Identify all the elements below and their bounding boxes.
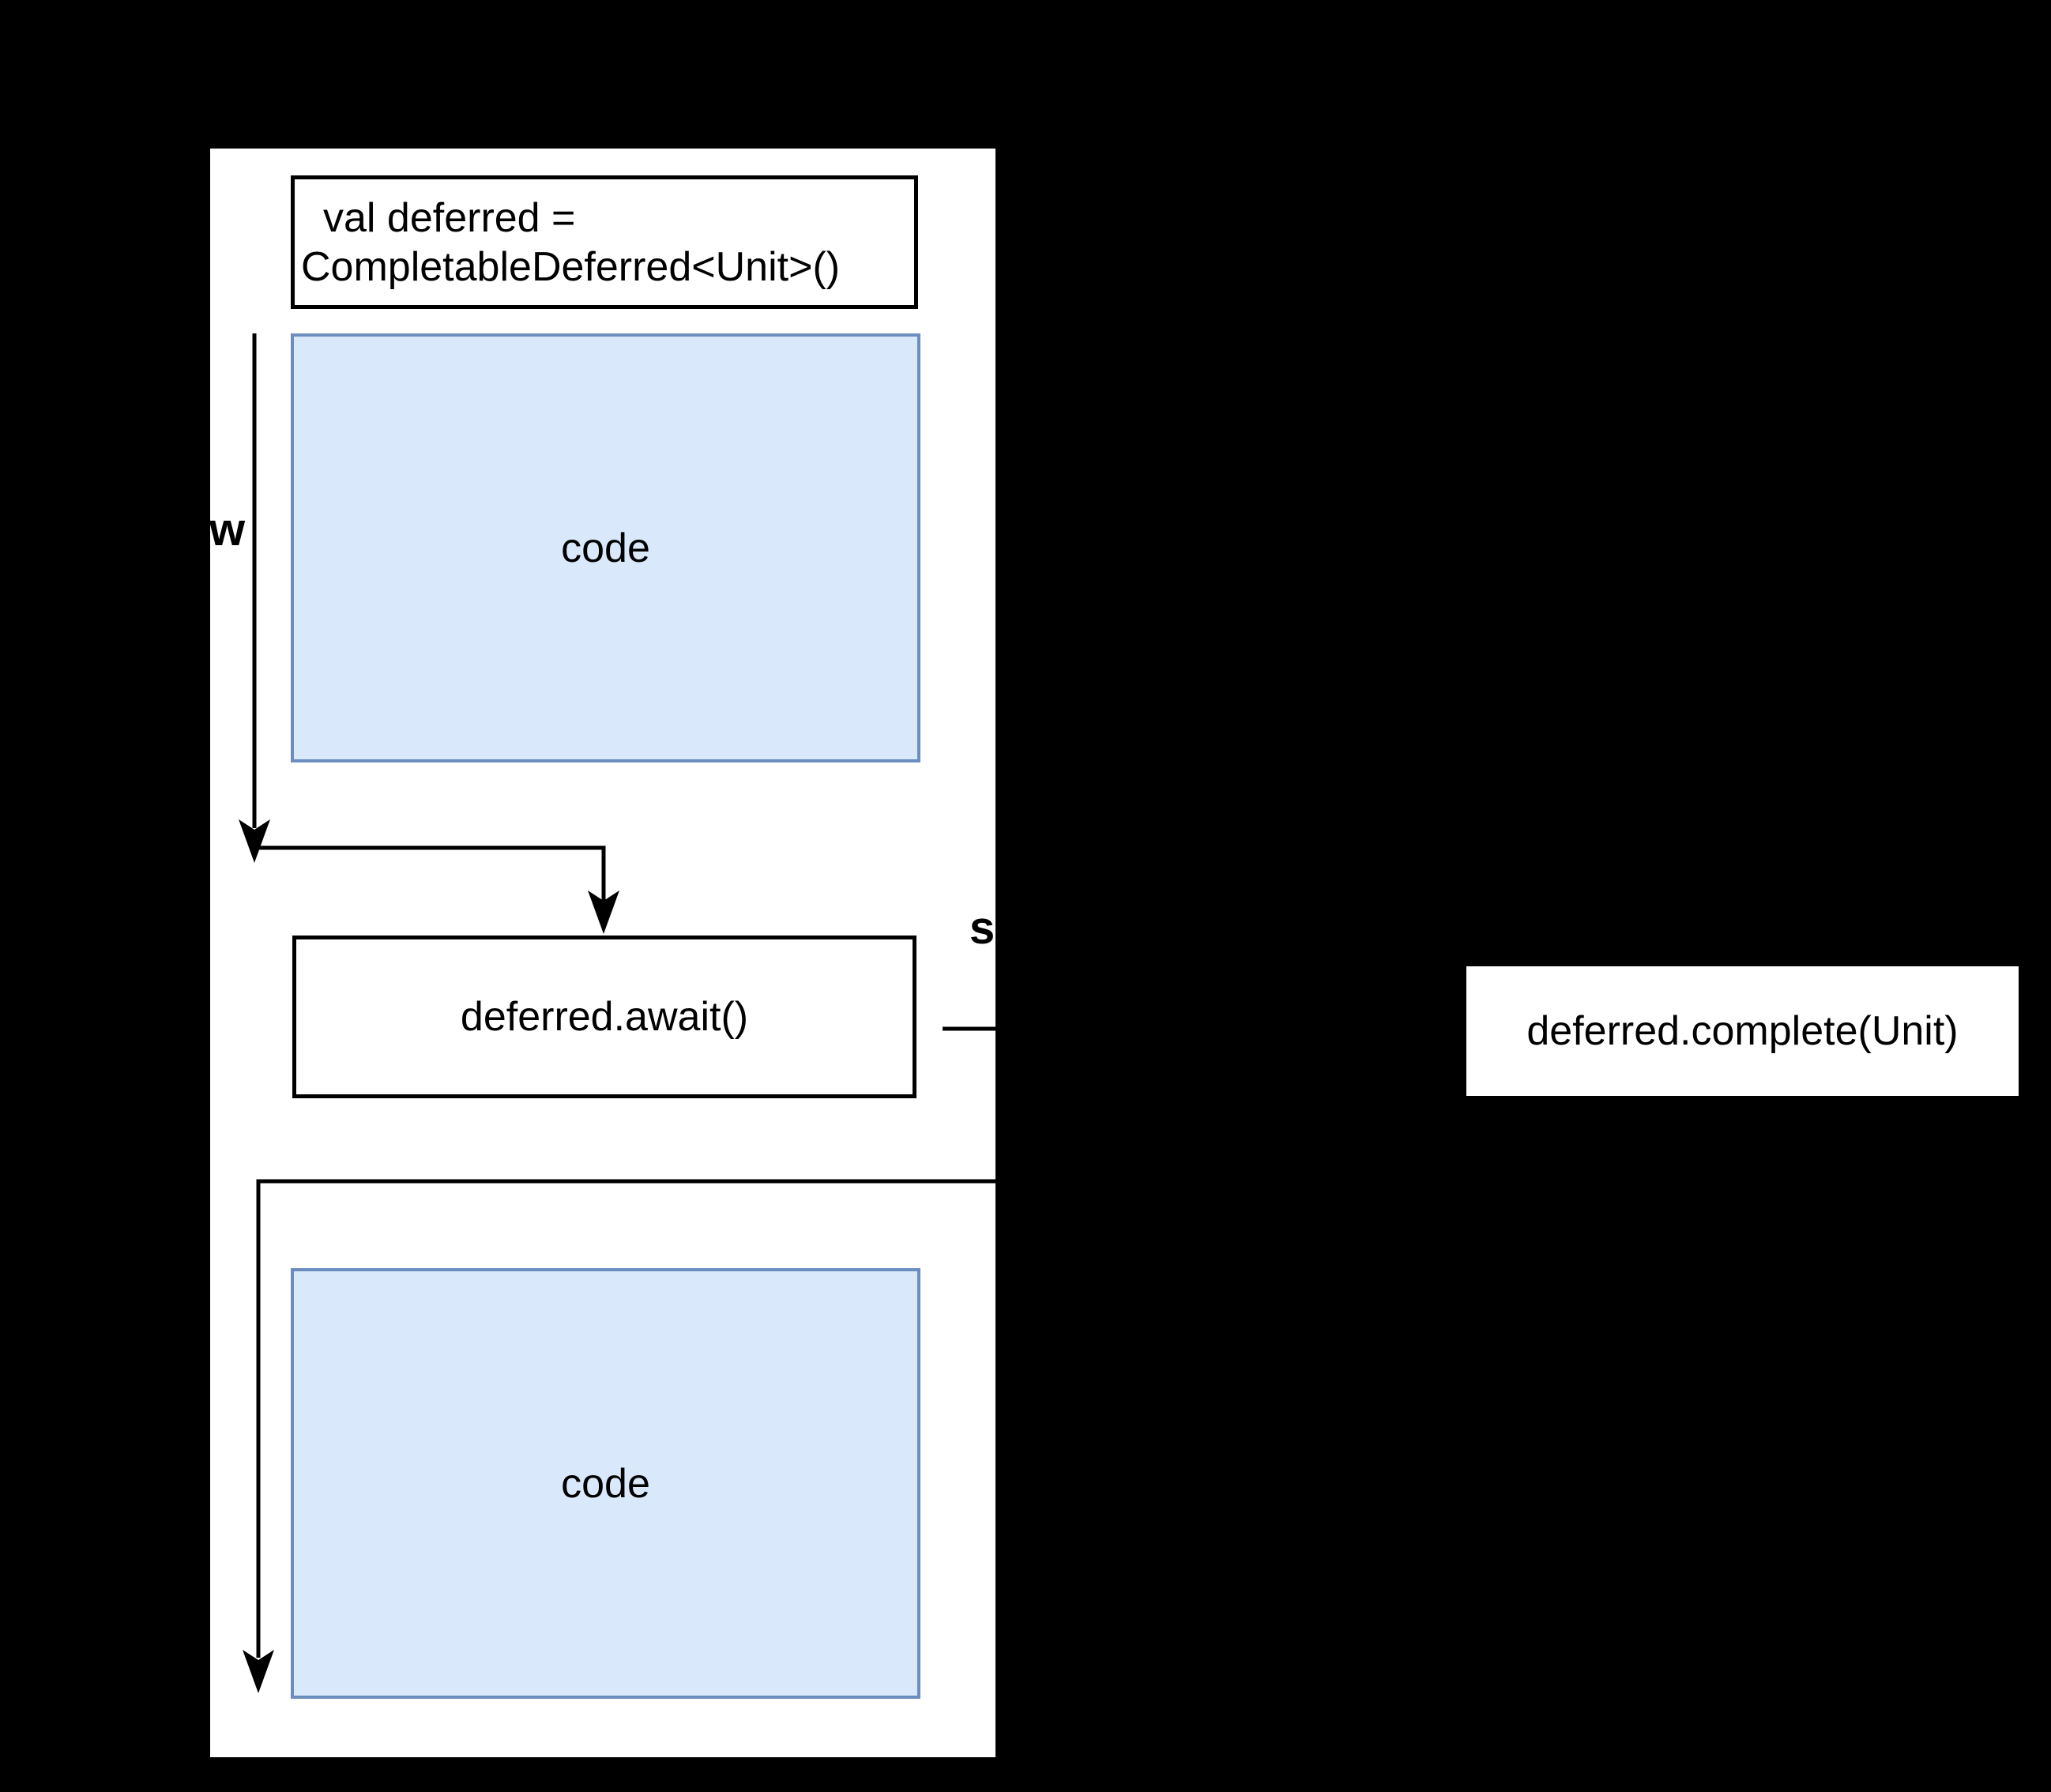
- edge-label-s: s: [969, 902, 995, 954]
- complete-box-label: deferred.complete(Unit): [1526, 1008, 1959, 1054]
- edge-label-w: w: [209, 504, 246, 555]
- await-box: deferred.await(): [292, 936, 916, 1098]
- code-box-bottom: code: [291, 1268, 920, 1699]
- declaration-line-1: val deferred =: [323, 194, 576, 241]
- code-box-top-label: code: [561, 525, 650, 571]
- complete-box: deferred.complete(Unit): [1466, 966, 2019, 1096]
- declaration-line-2: CompletableDeferred<Unit>(): [301, 243, 841, 290]
- await-box-label: deferred.await(): [460, 994, 749, 1040]
- code-box-top: code: [291, 333, 920, 762]
- declaration-box: val deferred = CompletableDeferred<Unit>…: [291, 175, 918, 309]
- code-box-bottom-label: code: [561, 1460, 650, 1507]
